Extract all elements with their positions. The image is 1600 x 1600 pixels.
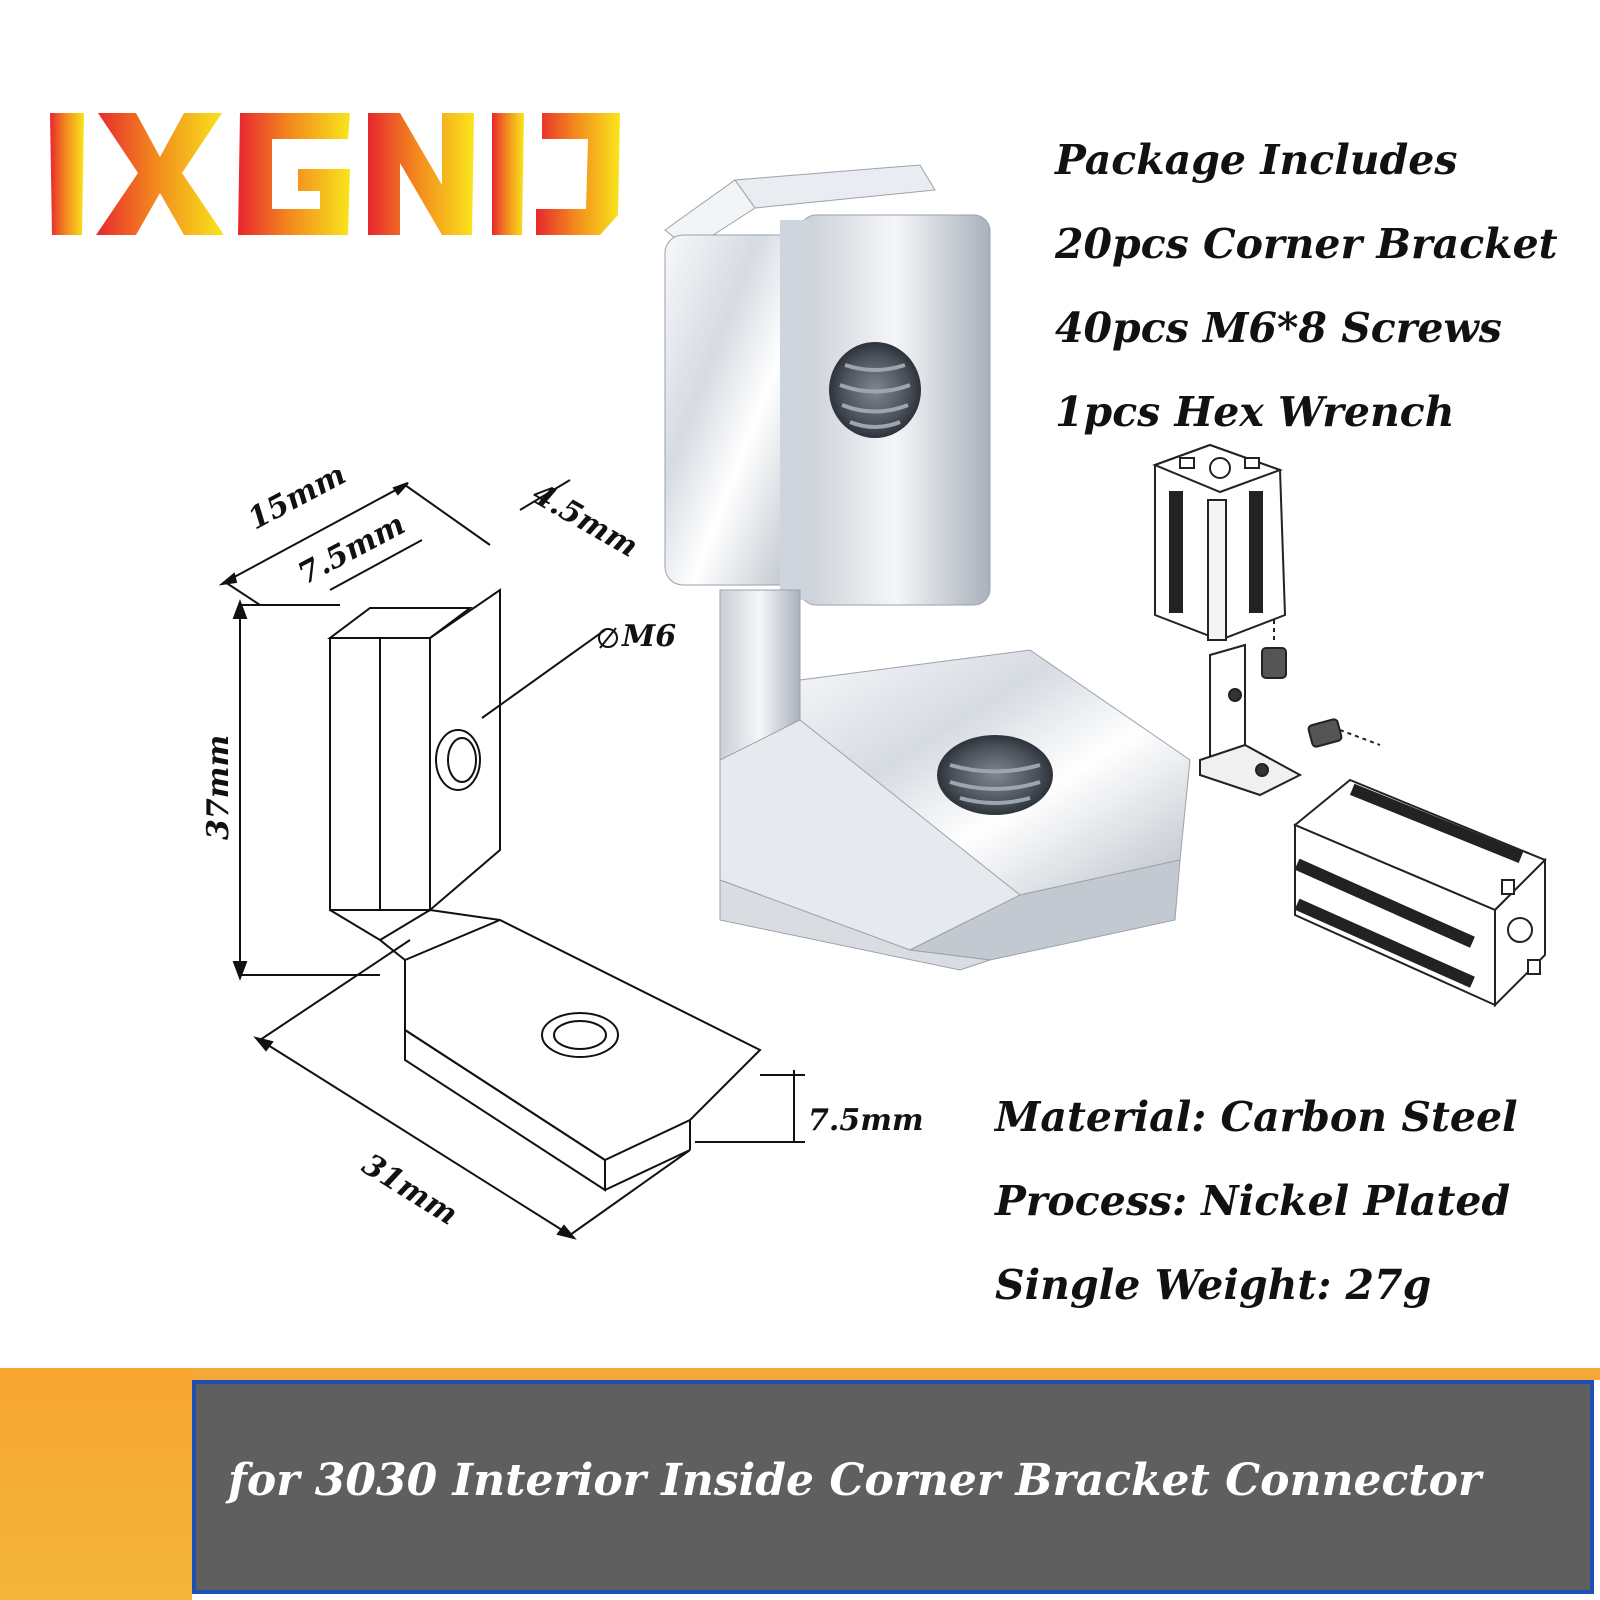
dim-width-top: 15mm	[242, 470, 351, 537]
dim-depth: 4.5mm	[526, 477, 644, 565]
bracket-photo	[664, 164, 1191, 971]
package-item: 20pcs Corner Bracket	[1055, 220, 1558, 268]
banner	[192, 1380, 1594, 1594]
spec-value: 27g	[1345, 1261, 1432, 1309]
dim-thickness: 7.5mm	[808, 1103, 924, 1138]
package-item: 1pcs Hex Wrench	[1055, 388, 1455, 436]
dim-length: 31mm	[356, 1147, 464, 1232]
profile-assembly-illustration	[1152, 443, 1547, 1008]
specifications: Material: Carbon Steel Process: Nickel Pla…	[995, 1075, 1595, 1327]
spec-material: Material: Carbon Steel	[995, 1075, 1595, 1159]
spec-weight: Single Weight: 27g	[995, 1243, 1595, 1327]
package-includes: Package Includes 20pcs Corner Bracket 40…	[1055, 118, 1595, 454]
spec-label: Material:	[995, 1093, 1207, 1141]
dim-thread: M6	[621, 619, 676, 654]
dim-height: 37mm	[201, 735, 236, 840]
dimension-drawing: 15mm 7.5mm 4.5mm M6 37mm 31mm 7.5mm	[201, 470, 924, 1240]
banner-text: for 3030 Interior Inside Corner Bracket …	[228, 1455, 1482, 1506]
package-heading: Package Includes	[1055, 136, 1458, 184]
spec-value: Carbon Steel	[1220, 1093, 1518, 1141]
package-item: 40pcs M6*8 Screws	[1055, 304, 1502, 352]
spec-value: Nickel Plated	[1201, 1177, 1511, 1225]
brand-logo	[50, 113, 620, 235]
banner-accent-top	[192, 1368, 1600, 1380]
spec-label: Process:	[995, 1177, 1188, 1225]
spec-process: Process: Nickel Plated	[995, 1159, 1595, 1243]
spec-label: Single Weight:	[995, 1261, 1332, 1309]
banner-accent-left	[0, 1368, 192, 1600]
